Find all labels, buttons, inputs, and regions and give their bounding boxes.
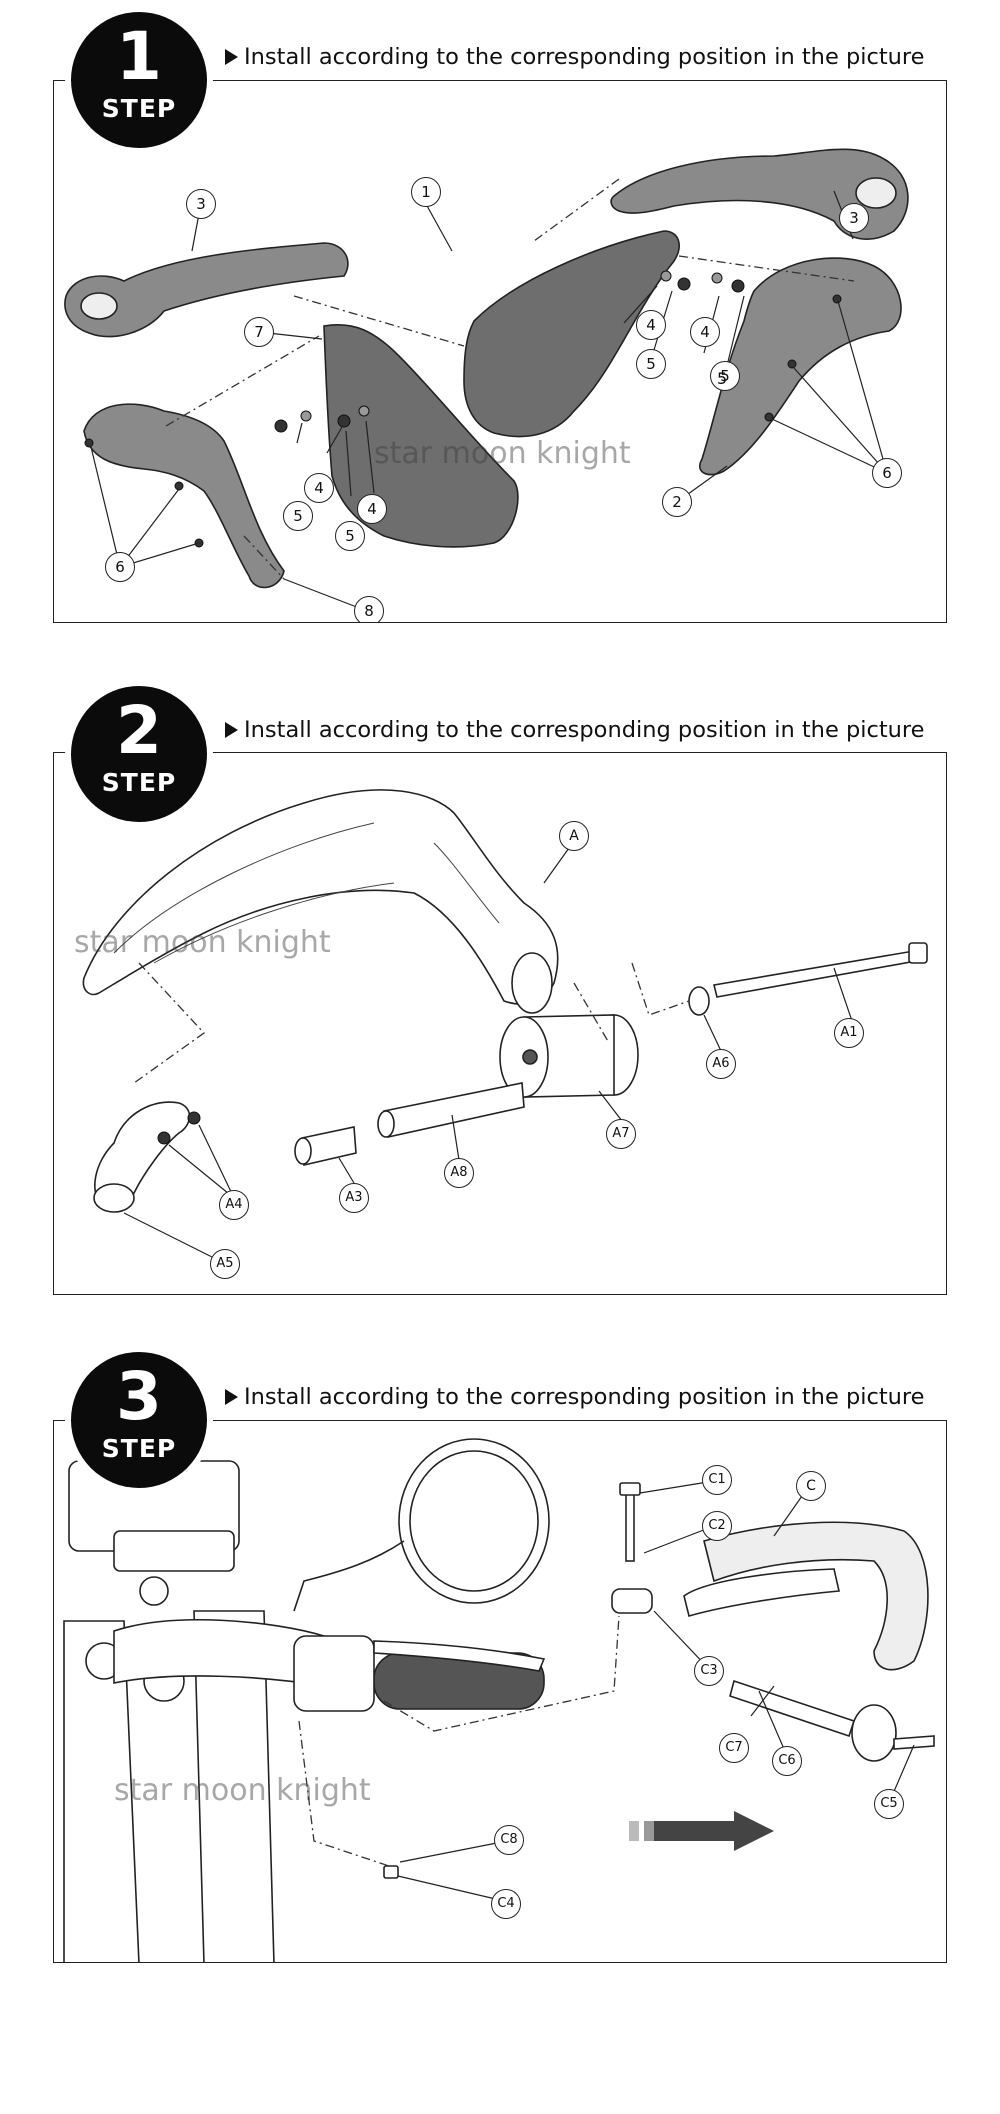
step-2-exploded-diagram [82, 789, 928, 1264]
callout-c4: C4 [491, 1889, 521, 1919]
step-1-word: STEP [101, 94, 177, 123]
guard-bore [511, 952, 553, 1014]
callout-4: 4 [690, 317, 720, 347]
bolt-a1-part [713, 950, 917, 998]
callout-a1: A1 [834, 1018, 864, 1048]
play-arrow-icon [225, 722, 238, 738]
callout-a: A [559, 821, 589, 851]
callout-c6: C6 [772, 1746, 802, 1776]
callout-3: 3 [186, 189, 216, 219]
guard-c-part [703, 1521, 929, 1671]
step-3-number: 3 [116, 1358, 162, 1435]
callout-c3: C3 [694, 1656, 724, 1686]
mount-a5-ring [93, 1183, 135, 1213]
step-2-badge: 2 STEP [65, 680, 213, 828]
play-arrow-icon [225, 49, 238, 65]
step-2-panel: star moon knight A A1 A6 A7 A8 A3 A4 A5 [53, 752, 947, 1295]
step-3-panel: star moon knight C1 C C2 C3 C7 C6 C5 C8 … [53, 1420, 947, 1963]
callout-a5: A5 [210, 1249, 240, 1279]
step-1-heading: Install according to the corresponding p… [225, 44, 925, 70]
callout-5: 5 [710, 361, 740, 391]
callout-7: 7 [244, 317, 274, 347]
callout-2: 2 [662, 487, 692, 517]
right-arm-bore [855, 177, 897, 209]
callout-a3: A3 [339, 1183, 369, 1213]
callout-5: 5 [283, 501, 313, 531]
callout-4: 4 [636, 310, 666, 340]
right-shield-part [463, 230, 680, 438]
step-2-word: STEP [101, 768, 177, 797]
step-2-instruction: Install according to the corresponding p… [244, 717, 925, 743]
step-1-number: 1 [116, 18, 162, 95]
bolt-a1-head [908, 942, 928, 964]
right-upper-arm-part [610, 148, 909, 240]
step-3-badge: 3 STEP [65, 1346, 213, 1494]
callout-1: 1 [411, 177, 441, 207]
callout-6: 6 [872, 458, 902, 488]
step-3-heading: Install according to the corresponding p… [225, 1384, 925, 1410]
callout-6: 6 [105, 552, 135, 582]
callout-c1: C1 [702, 1465, 732, 1495]
left-guard-part [83, 403, 285, 589]
callout-c8: C8 [494, 1825, 524, 1855]
callout-c5: C5 [874, 1789, 904, 1819]
washer-a6-part [688, 986, 710, 1016]
callout-a6: A6 [706, 1049, 736, 1079]
left-shield-part [323, 324, 519, 548]
callout-a8: A8 [444, 1158, 474, 1188]
left-upper-arm-part [64, 242, 349, 338]
direction-arrow-icon [629, 1811, 774, 1851]
lever [373, 1640, 546, 1672]
callout-a4: A4 [219, 1190, 249, 1220]
fork-left [63, 1620, 140, 1962]
left-arm-bore [80, 292, 118, 320]
callout-8: 8 [354, 596, 384, 622]
callout-c2: C2 [702, 1511, 732, 1541]
step-3-installation-diagram [63, 1438, 935, 1962]
step-1-exploded-diagram [64, 148, 909, 612]
step-1-panel: star moon knight 3 1 3 7 4 4 5 5 5 4 5 4… [53, 80, 947, 623]
step-2-heading: Install according to the corresponding p… [225, 717, 925, 743]
play-arrow-icon [225, 1389, 238, 1405]
step-2-number: 2 [116, 692, 162, 769]
callout-5: 5 [636, 349, 666, 379]
callout-3: 3 [839, 203, 869, 233]
step-1-badge: 1 STEP [65, 6, 213, 154]
step-3-word: STEP [101, 1434, 177, 1463]
callout-a7: A7 [606, 1119, 636, 1149]
callout-4: 4 [304, 473, 334, 503]
callout-c: C [796, 1471, 826, 1501]
callout-5: 5 [335, 521, 365, 551]
step-1-instruction: Install according to the corresponding p… [244, 44, 925, 70]
callout-c7: C7 [719, 1733, 749, 1763]
step-3-instruction: Install according to the corresponding p… [244, 1384, 925, 1410]
callout-4: 4 [357, 494, 387, 524]
fork-right [193, 1610, 275, 1962]
